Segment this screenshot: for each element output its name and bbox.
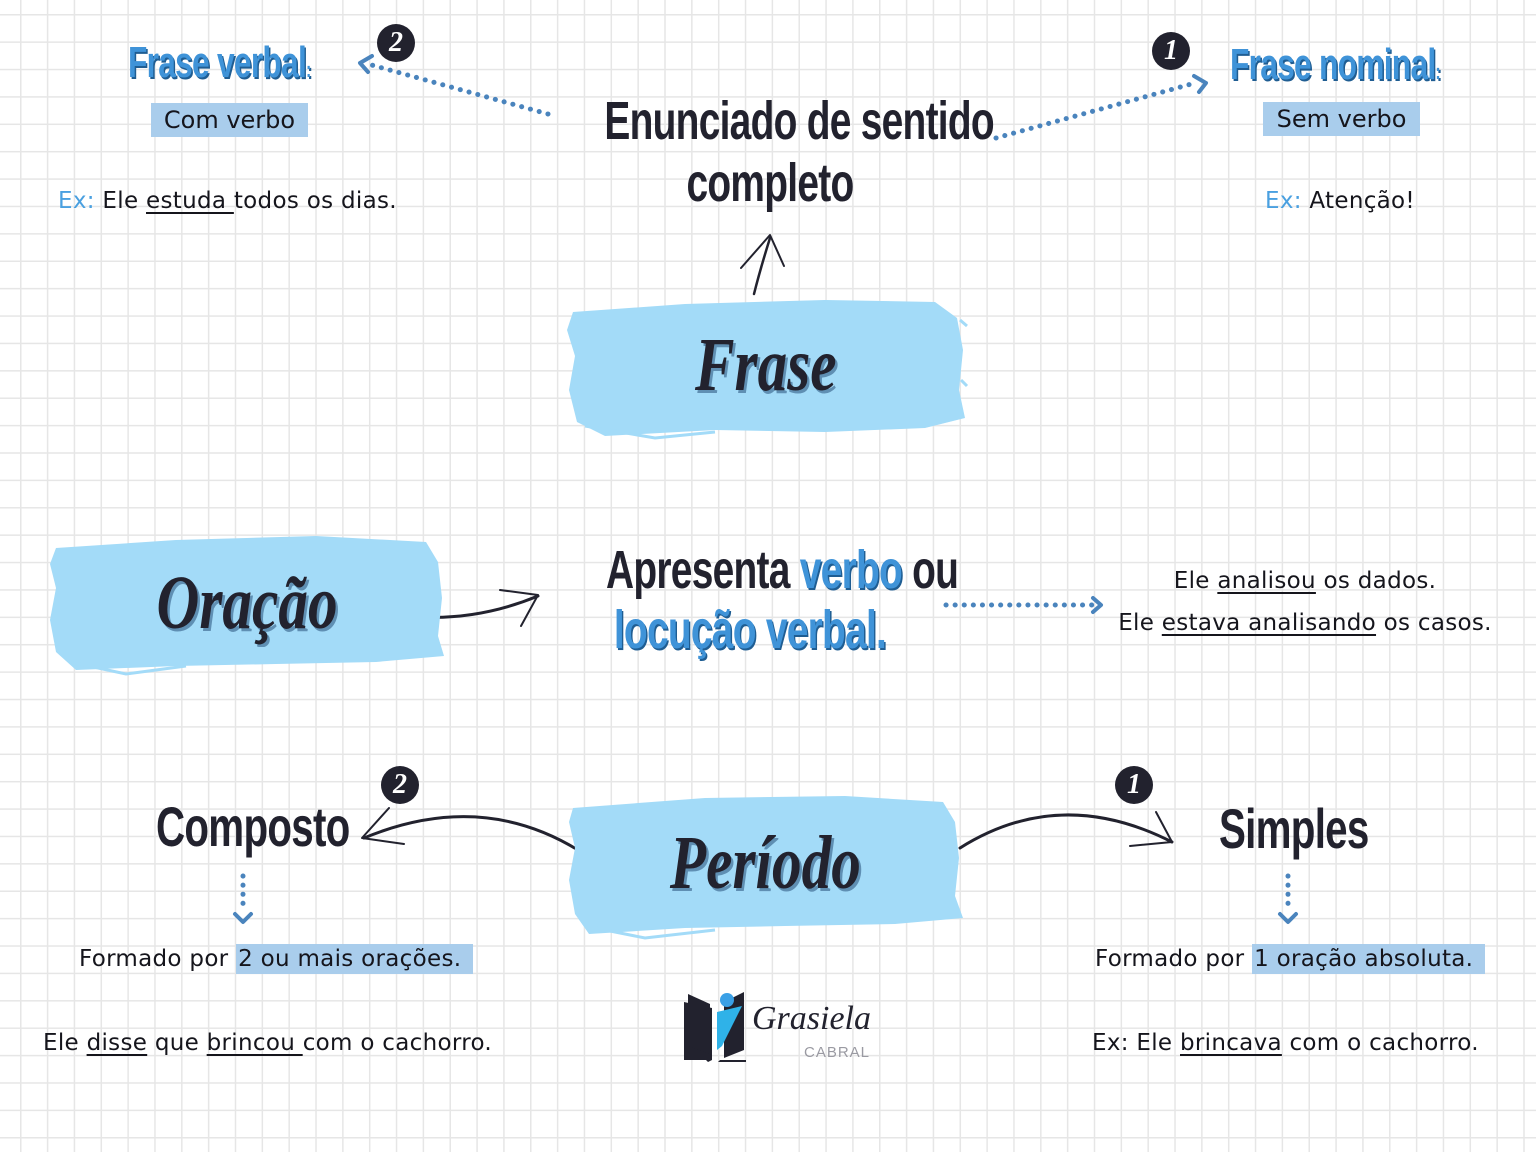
logo-surname: CABRAL: [804, 1044, 871, 1061]
badge-2-composto: 2: [381, 766, 419, 804]
dotted-arrow-composto-down: [233, 873, 253, 924]
dotted-arrow-to-frase-nominal: [993, 74, 1208, 141]
frase-brush-label: Frase: [695, 322, 837, 407]
oracao-brush-label: Oração: [156, 560, 338, 645]
brush-stroke-icon: [567, 300, 969, 440]
example-text: Atenção!: [1309, 188, 1415, 214]
frase-nominal-title-text: Frase nominal: [1230, 40, 1436, 89]
example-text: os dados.: [1315, 568, 1437, 594]
frase-nominal-tag: Sem verbo: [1263, 102, 1420, 136]
badge-2-frase-verbal: 2: [377, 24, 415, 62]
composto-title: Composto: [156, 795, 350, 858]
frase-definition-line1: Enunciado de sentido: [604, 91, 994, 151]
example-text: Ele: [102, 188, 147, 214]
oracao-definition-line1: Apresenta verbo ou: [606, 540, 959, 600]
example-text: Ele: [1173, 568, 1218, 594]
frase-brush-box: Frase: [565, 290, 969, 440]
frase-verbal-title-text: Frase verbal: [128, 38, 307, 87]
underlined-verb: brincou: [206, 1030, 303, 1056]
simples-example: Ex: Ele brincava com o cachorro.: [1092, 1030, 1479, 1056]
underlined-verb: disse: [86, 1030, 148, 1056]
composto-example: Ele disse que brincou com o cachorro.: [43, 1030, 492, 1056]
dotted-arrow-to-frase-verbal: [358, 54, 551, 117]
underlined-verb: analisou: [1217, 568, 1316, 594]
underlined-verb: estuda: [146, 188, 234, 214]
badge-1-frase-nominal: 1: [1152, 32, 1190, 70]
frase-verbal-tag: Com verbo: [151, 103, 308, 137]
frase-verbal-example: Ex: Ele estuda todos os dias.: [58, 188, 397, 214]
oracao-examples: Ele analisou os dados. Ele estava analis…: [1105, 560, 1505, 644]
composto-definition: Formado por 2 ou mais orações.: [79, 944, 474, 974]
example-text: com o cachorro.: [302, 1030, 493, 1056]
definition-text: Formado por: [79, 946, 237, 972]
underlined-verb-phrase: estava analisando: [1161, 610, 1377, 636]
frase-definition-line2: completo: [686, 153, 854, 213]
example-text: Ele: [1118, 610, 1162, 636]
example-text: Ele: [43, 1030, 87, 1056]
oracao-example-1: Ele analisou os dados.: [1105, 560, 1505, 602]
definition-text: Apresenta: [606, 540, 800, 600]
arrow-periodo-to-simples: [958, 811, 1174, 850]
example-text: que: [147, 1030, 207, 1056]
example-text: todos os dias.: [233, 188, 397, 214]
dotted-arrow-to-oracao-examples: [943, 596, 1103, 614]
keyword-verbo: verbo: [799, 540, 903, 600]
logo: Grasiela CABRAL: [680, 988, 890, 1068]
simples-definition: Formado por 1 oração absoluta.: [1095, 944, 1486, 974]
periodo-brush-label: Período: [669, 820, 861, 905]
frase-verbal-title: Frase verbal:: [128, 38, 311, 88]
frase-nominal-example: Ex: Atenção!: [1265, 188, 1415, 214]
open-book-with-person-icon: [684, 992, 746, 1062]
example-text: os casos.: [1376, 610, 1492, 636]
periodo-brush-box: Período: [565, 788, 965, 940]
frase-verbal-colon: :: [306, 57, 311, 82]
simples-title: Simples: [1219, 797, 1369, 860]
arrow-frase-to-definition: [740, 234, 785, 296]
definition-text: ou: [902, 540, 959, 600]
example-prefix: Ex:: [58, 188, 95, 214]
example-text: Ex: Ele: [1092, 1030, 1180, 1056]
definition-text: Formado por: [1095, 946, 1253, 972]
keyword-locucao-verbal: locução verbal.: [613, 600, 887, 660]
highlighted-text: 1 oração absoluta.: [1252, 944, 1486, 974]
frase-nominal-title: Frase nominal:: [1230, 40, 1441, 90]
example-text: com o cachorro.: [1281, 1030, 1479, 1056]
brush-stroke-icon: [569, 796, 963, 940]
oracao-example-2: Ele estava analisando os casos.: [1105, 602, 1505, 644]
oracao-brush-box: Oração: [46, 528, 448, 678]
logo-name: Grasiela: [752, 1000, 871, 1037]
underlined-verb: brincava: [1180, 1030, 1282, 1056]
oracao-definition: Apresenta verbo ou locução verbal.: [550, 540, 959, 660]
highlighted-text: 2 ou mais orações.: [236, 944, 474, 974]
frase-definition: Enunciado de sentido completo: [540, 90, 1000, 214]
arrow-periodo-to-composto: [361, 807, 580, 852]
example-prefix: Ex:: [1265, 188, 1302, 214]
frase-nominal-colon: :: [1435, 59, 1440, 84]
dotted-arrow-simples-down: [1278, 873, 1298, 924]
brush-stroke-icon: [50, 536, 444, 676]
badge-1-simples: 1: [1115, 766, 1153, 804]
